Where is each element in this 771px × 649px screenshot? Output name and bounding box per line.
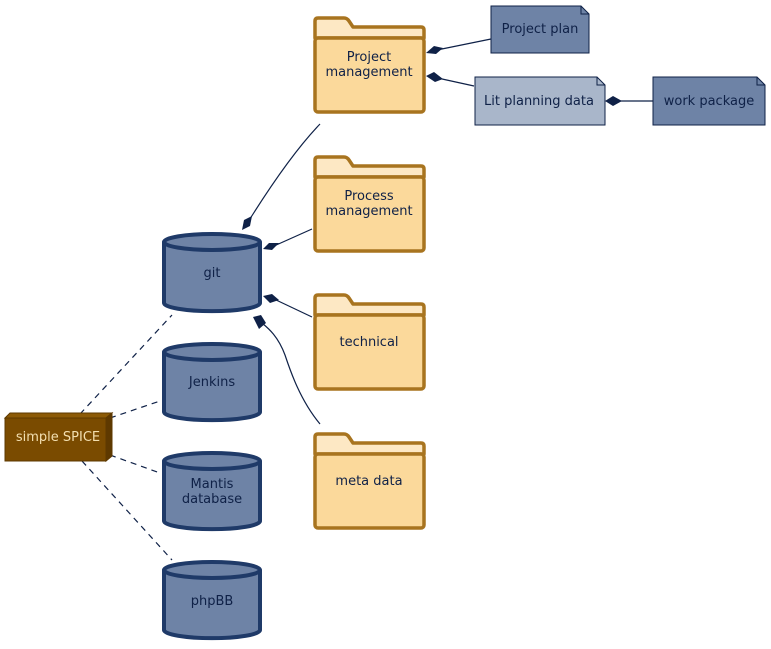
database-jenkins[interactable]: Jenkins [162,342,262,423]
diamond-git-technical [263,294,279,303]
folder-process-body [313,175,426,253]
link-git-meta-folder [261,322,321,425]
folder-process-label-line2: management [325,204,412,219]
diamond-project-plan [426,46,443,54]
folder-technical-label: technical [339,335,398,350]
link-git-project-folder [247,123,321,223]
system-node-front [4,417,107,462]
folder-technical-body [313,313,426,391]
artifact-work-package-shape [652,76,766,126]
folder-project-management[interactable]: Project management [313,16,426,114]
system-node-label: simple SPICE [16,430,100,445]
folder-project-body [313,36,426,114]
database-mantis-label-line1: Mantis [191,477,234,492]
folder-process-label-line1: Process [344,189,394,204]
folder-project-tab [313,16,426,40]
artifact-lit-planning-data[interactable]: Lit planning data [474,76,606,126]
database-jenkins-top [162,342,262,362]
database-mantis[interactable]: Mantis database [162,451,262,532]
database-mantis-label-line2: database [182,492,242,507]
artifact-project-plan-shape [490,5,590,54]
artifact-project-plan-label: Project plan [502,22,579,37]
artifact-work-package-label: work package [664,94,754,109]
database-git-top [162,232,262,252]
database-git-body [162,242,262,314]
artifact-lit-planning-label: Lit planning data [484,94,594,109]
link-system-git [79,314,173,415]
database-mantis-body [162,461,262,532]
diamond-git-meta [253,315,266,329]
database-phpbb-label: phpBB [191,594,234,609]
artifact-lit-planning-shape [474,76,606,126]
artifact-work-package[interactable]: work package [652,76,766,126]
folder-meta-data[interactable]: meta data [313,432,426,530]
diamond-git-process [263,243,279,250]
link-system-phpbb [81,460,173,561]
database-jenkins-label: Jenkins [188,375,235,390]
diamond-lit-work [605,96,622,106]
folder-technical-tab [313,293,426,317]
database-git-label: git [204,266,221,281]
system-node-side [105,411,113,463]
artifact-project-plan[interactable]: Project plan [490,5,590,54]
artifact-lit-planning-fold [596,77,605,86]
link-git-process-folder [273,228,313,247]
artifact-project-plan-fold [580,6,589,15]
artifact-work-package-fold [756,77,765,86]
folder-project-label-line2: management [325,65,412,80]
database-mantis-top [162,451,262,471]
folder-meta-tab [313,432,426,456]
system-node[interactable]: simple SPICE [3,411,114,463]
folder-meta-label: meta data [335,474,402,489]
link-system-jenkins [109,400,161,419]
link-git-technical-folder [273,298,313,318]
link-system-mantis [109,454,161,474]
folder-project-label-line1: Project [347,50,391,65]
database-phpbb[interactable]: phpBB [162,560,262,641]
database-phpbb-body [162,570,262,641]
database-jenkins-body [162,352,262,423]
composition-diamonds [242,46,622,329]
folder-process-tab [313,155,426,179]
folder-meta-body [313,452,426,530]
folder-process-management[interactable]: Process management [313,155,426,253]
database-phpbb-top [162,560,262,580]
system-node-top [3,412,114,419]
diamond-project-lit [426,72,443,82]
folder-technical[interactable]: technical [313,293,426,391]
diamond-git-project [242,216,252,230]
database-git[interactable]: git [162,232,262,314]
link-project-folder-plan [431,38,492,52]
